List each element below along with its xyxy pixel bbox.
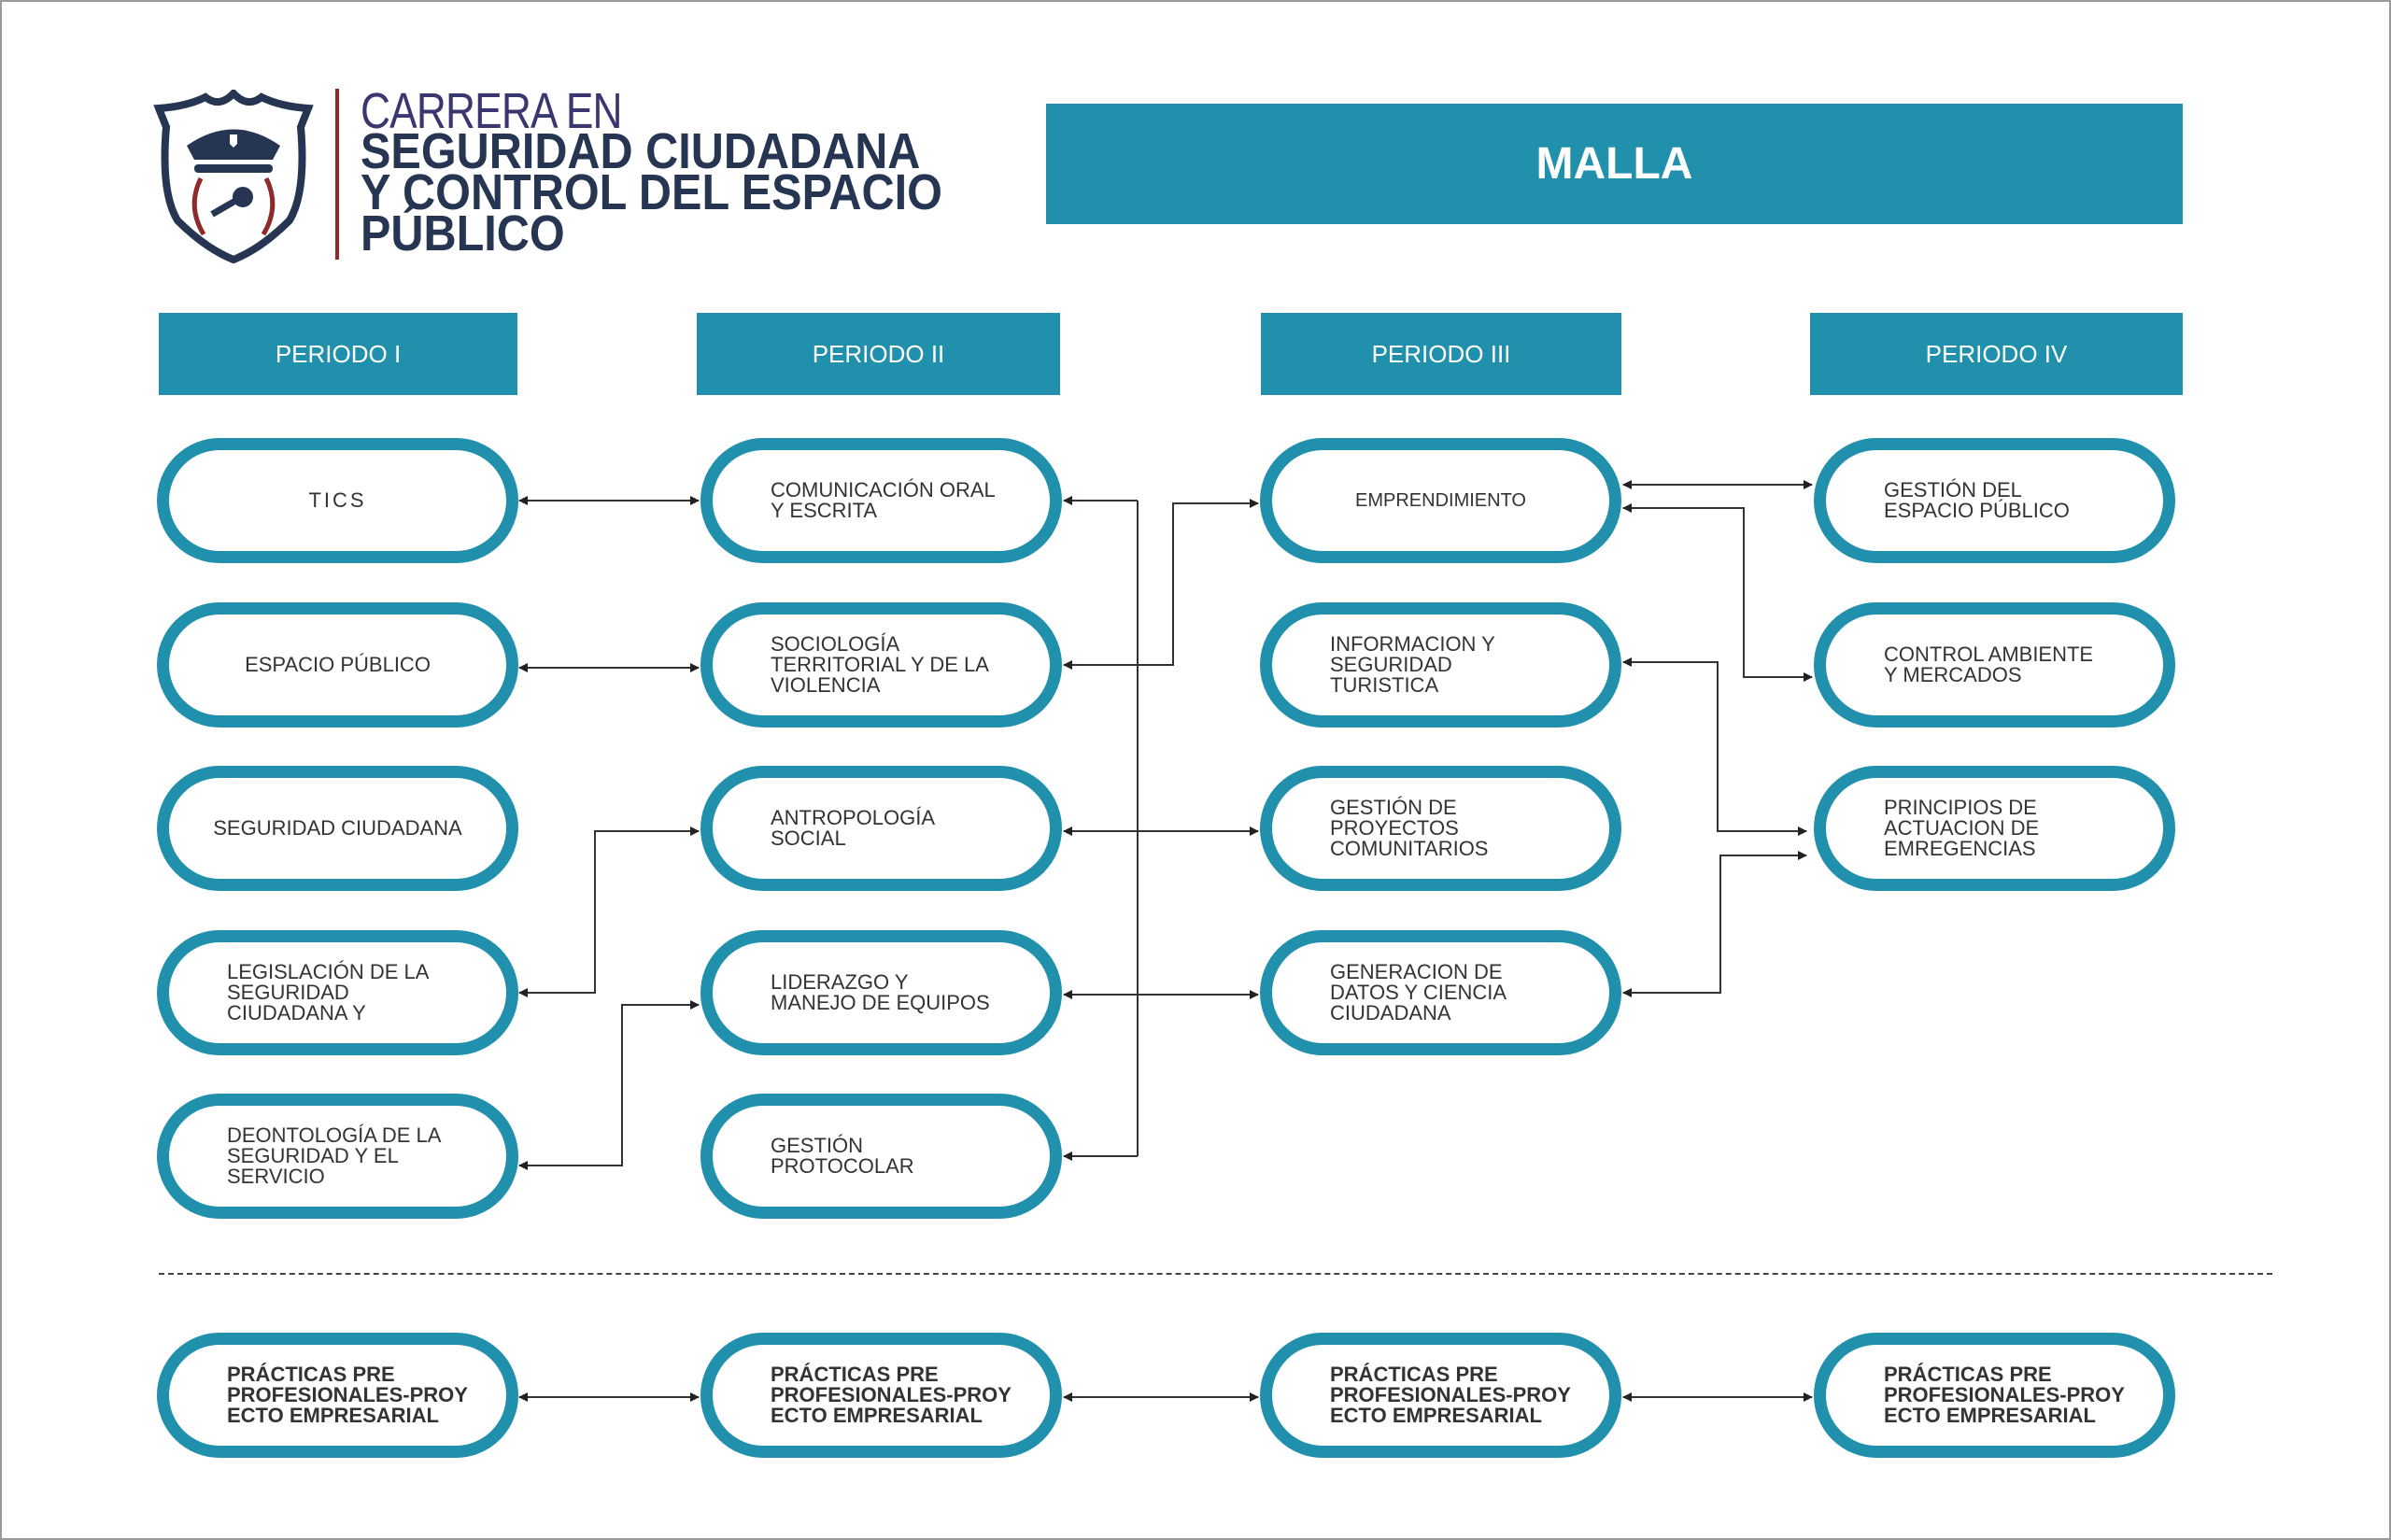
malla-banner: MALLA [1046, 104, 2183, 224]
course-deontologia: DEONTOLOGÍA DE LA SEGURIDAD Y EL SERVICI… [157, 1094, 518, 1219]
shield-logo-icon [153, 90, 314, 263]
section-divider [159, 1273, 2272, 1275]
period-header-3: PERIODO III [1261, 313, 1621, 395]
course-gestion-espacio: GESTIÓN DEL ESPACIO PÚBLICO [1814, 438, 2175, 563]
practicas-1: PRÁCTICAS PRE PROFESIONALES-PROY ECTO EM… [157, 1333, 518, 1458]
course-gestion-protocolar: GESTIÓN PROTOCOLAR [700, 1094, 1062, 1219]
course-principios-emergencias: PRINCIPIOS DE ACTUACION DE EMREGENCIAS [1814, 766, 2175, 891]
course-generacion-datos: GENERACION DE DATOS Y CIENCIA CIUDADANA [1260, 930, 1621, 1055]
course-sociologia: SOCIOLOGÍA TERRITORIAL Y DE LA VIOLENCIA [700, 602, 1062, 728]
course-seguridad-ciudadana: SEGURIDAD CIUDADANA [157, 766, 518, 891]
period-header-4: PERIODO IV [1810, 313, 2183, 395]
title-line-1: CARRERA EN [361, 83, 623, 139]
arrow-informacion-principios [1622, 657, 1807, 836]
course-espacio-publico: ESPACIO PÚBLICO [157, 602, 518, 728]
arrow-deontologia-liderazgo [518, 1000, 700, 1170]
course-tics: TICS [157, 438, 518, 563]
practicas-3: PRÁCTICAS PRE PROFESIONALES-PROY ECTO EM… [1260, 1333, 1621, 1458]
course-gestion-proyectos: GESTIÓN DE PROYECTOS COMUNITARIOS [1260, 766, 1621, 891]
course-comunicacion: COMUNICACIÓN ORAL Y ESCRITA [700, 438, 1062, 563]
period-header-1: PERIODO I [159, 313, 517, 395]
title-line-3: Y CONTROL DEL ESPACIO [361, 164, 942, 220]
practicas-4: PRÁCTICAS PRE PROFESIONALES-PROY ECTO EM… [1814, 1333, 2175, 1458]
course-liderazgo: LIDERAZGO Y MANEJO DE EQUIPOS [700, 930, 1062, 1055]
title-line-2: SEGURIDAD CIUDADANA [361, 123, 921, 179]
arrow-legislacion-antropologia [518, 827, 700, 997]
title-line-4: PÚBLICO [361, 205, 565, 261]
divider-line [335, 89, 339, 260]
course-legislacion: LEGISLACIÓN DE LA SEGURIDAD CIUDADANA Y [157, 930, 518, 1055]
arrow-generacion-principios [1622, 851, 1807, 997]
course-control-ambiente: CONTROL AMBIENTE Y MERCADOS [1814, 602, 2175, 728]
course-informacion-turistica: INFORMACION Y SEGURIDAD TURISTICA [1260, 602, 1621, 728]
practicas-2: PRÁCTICAS PRE PROFESIONALES-PROY ECTO EM… [700, 1333, 1062, 1458]
course-emprendimiento: EMPRENDIMIENTO [1260, 438, 1621, 563]
arrow-emprendimiento-control [1622, 503, 1813, 682]
period-header-2: PERIODO II [697, 313, 1060, 395]
arrow-sociologia-emprendimiento [1063, 499, 1259, 670]
course-antropologia: ANTROPOLOGÍA SOCIAL [700, 766, 1062, 891]
